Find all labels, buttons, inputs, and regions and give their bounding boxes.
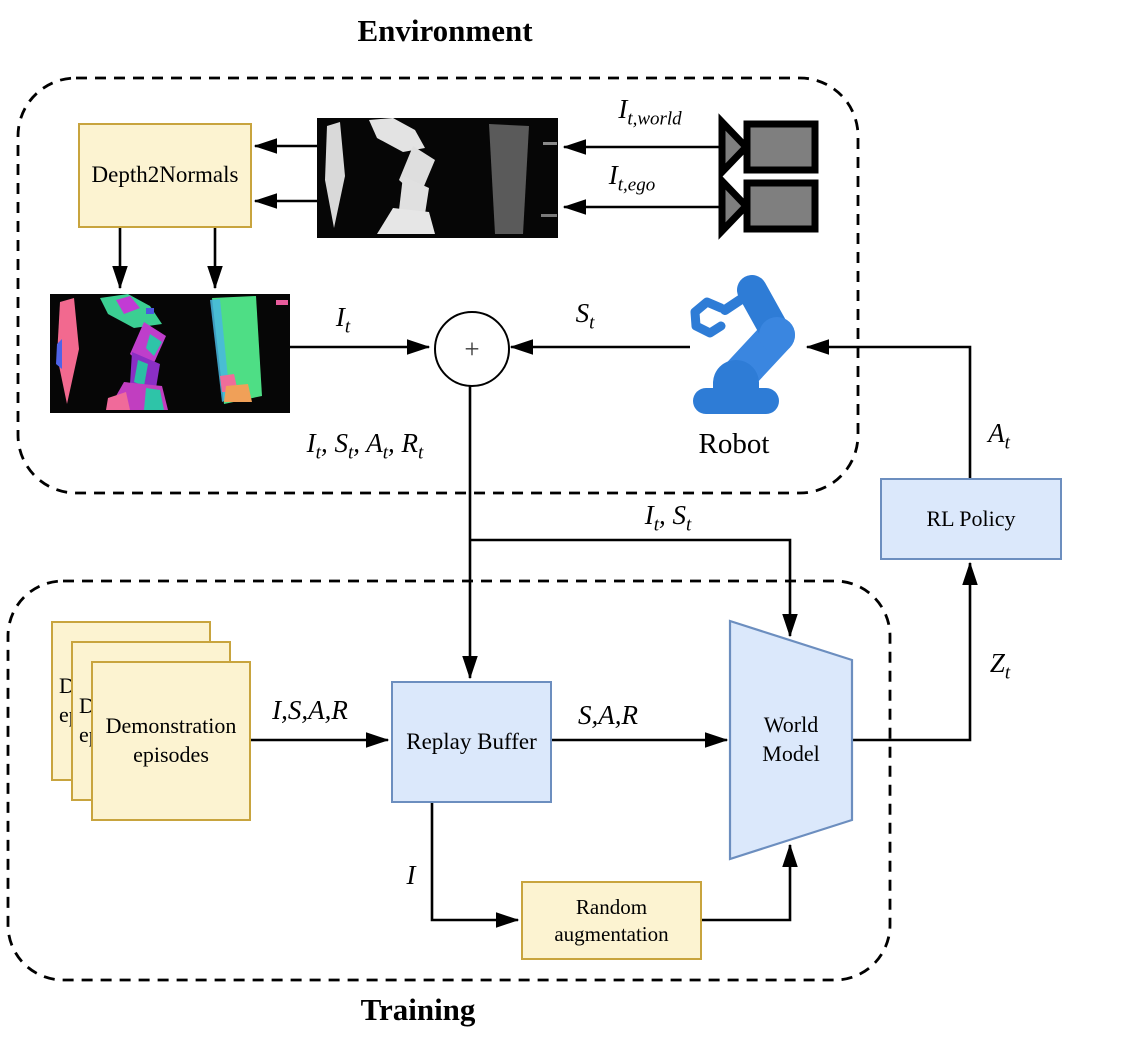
training-frame	[6, 579, 892, 982]
arrow-replay-to-random-aug	[430, 803, 520, 928]
world-model-label: World Model	[762, 712, 820, 766]
label-at: At	[988, 418, 1010, 454]
random-aug-label-line1: Random	[575, 895, 648, 920]
replay-buffer-box: Replay Buffer	[391, 681, 552, 803]
environment-title: Environment	[357, 13, 533, 48]
label-it-st-at-rt: It, St, At, Rt	[306, 428, 424, 464]
random-augmentation-box: Random augmentation	[521, 881, 702, 960]
demonstration-label-line2: episodes	[133, 742, 209, 767]
robot-label: Robot	[698, 428, 770, 460]
label-sar: S,A,R	[578, 700, 638, 730]
label-zt: Zt	[989, 648, 1011, 684]
label-it-ego: It,ego	[608, 160, 656, 196]
camera-world-icon	[718, 113, 819, 181]
arrow-random-aug-to-world-model	[702, 843, 798, 922]
arrow-itst-to-world-model	[470, 538, 798, 638]
arrow-world-model-to-policy	[852, 561, 978, 742]
normals-image	[50, 294, 290, 413]
rl-policy-label: RL Policy	[926, 506, 1016, 532]
random-aug-label-line2: augmentation	[554, 921, 669, 946]
camera-icons	[718, 113, 819, 240]
label-st: St	[575, 298, 595, 334]
depth-image	[317, 118, 558, 238]
label-it-st: It, St	[644, 500, 692, 536]
training-title: Training	[360, 992, 476, 1027]
demo-episodes-card-front: Demonstration episodes	[91, 661, 251, 821]
rl-policy-box: RL Policy	[880, 478, 1062, 560]
environment-frame	[16, 76, 860, 495]
replay-buffer-label: Replay Buffer	[406, 728, 537, 754]
label-isar: I,S,A,R	[272, 695, 348, 725]
arrow-policy-to-robot	[805, 339, 972, 480]
depth2normals-label: Depth2Normals	[91, 162, 239, 188]
label-it: It	[335, 302, 351, 338]
world-model-trapezoid	[728, 619, 854, 861]
camera-ego-icon	[718, 172, 819, 240]
depth2normals-box: Depth2Normals	[78, 123, 252, 228]
robot-arm-icon	[690, 275, 795, 414]
label-it-world: It,world	[618, 94, 682, 130]
label-i: I	[406, 860, 416, 890]
merge-plus-node: +	[434, 311, 510, 387]
demonstration-label-line1: Demonstration	[105, 713, 237, 739]
plus-icon: +	[464, 333, 480, 364]
